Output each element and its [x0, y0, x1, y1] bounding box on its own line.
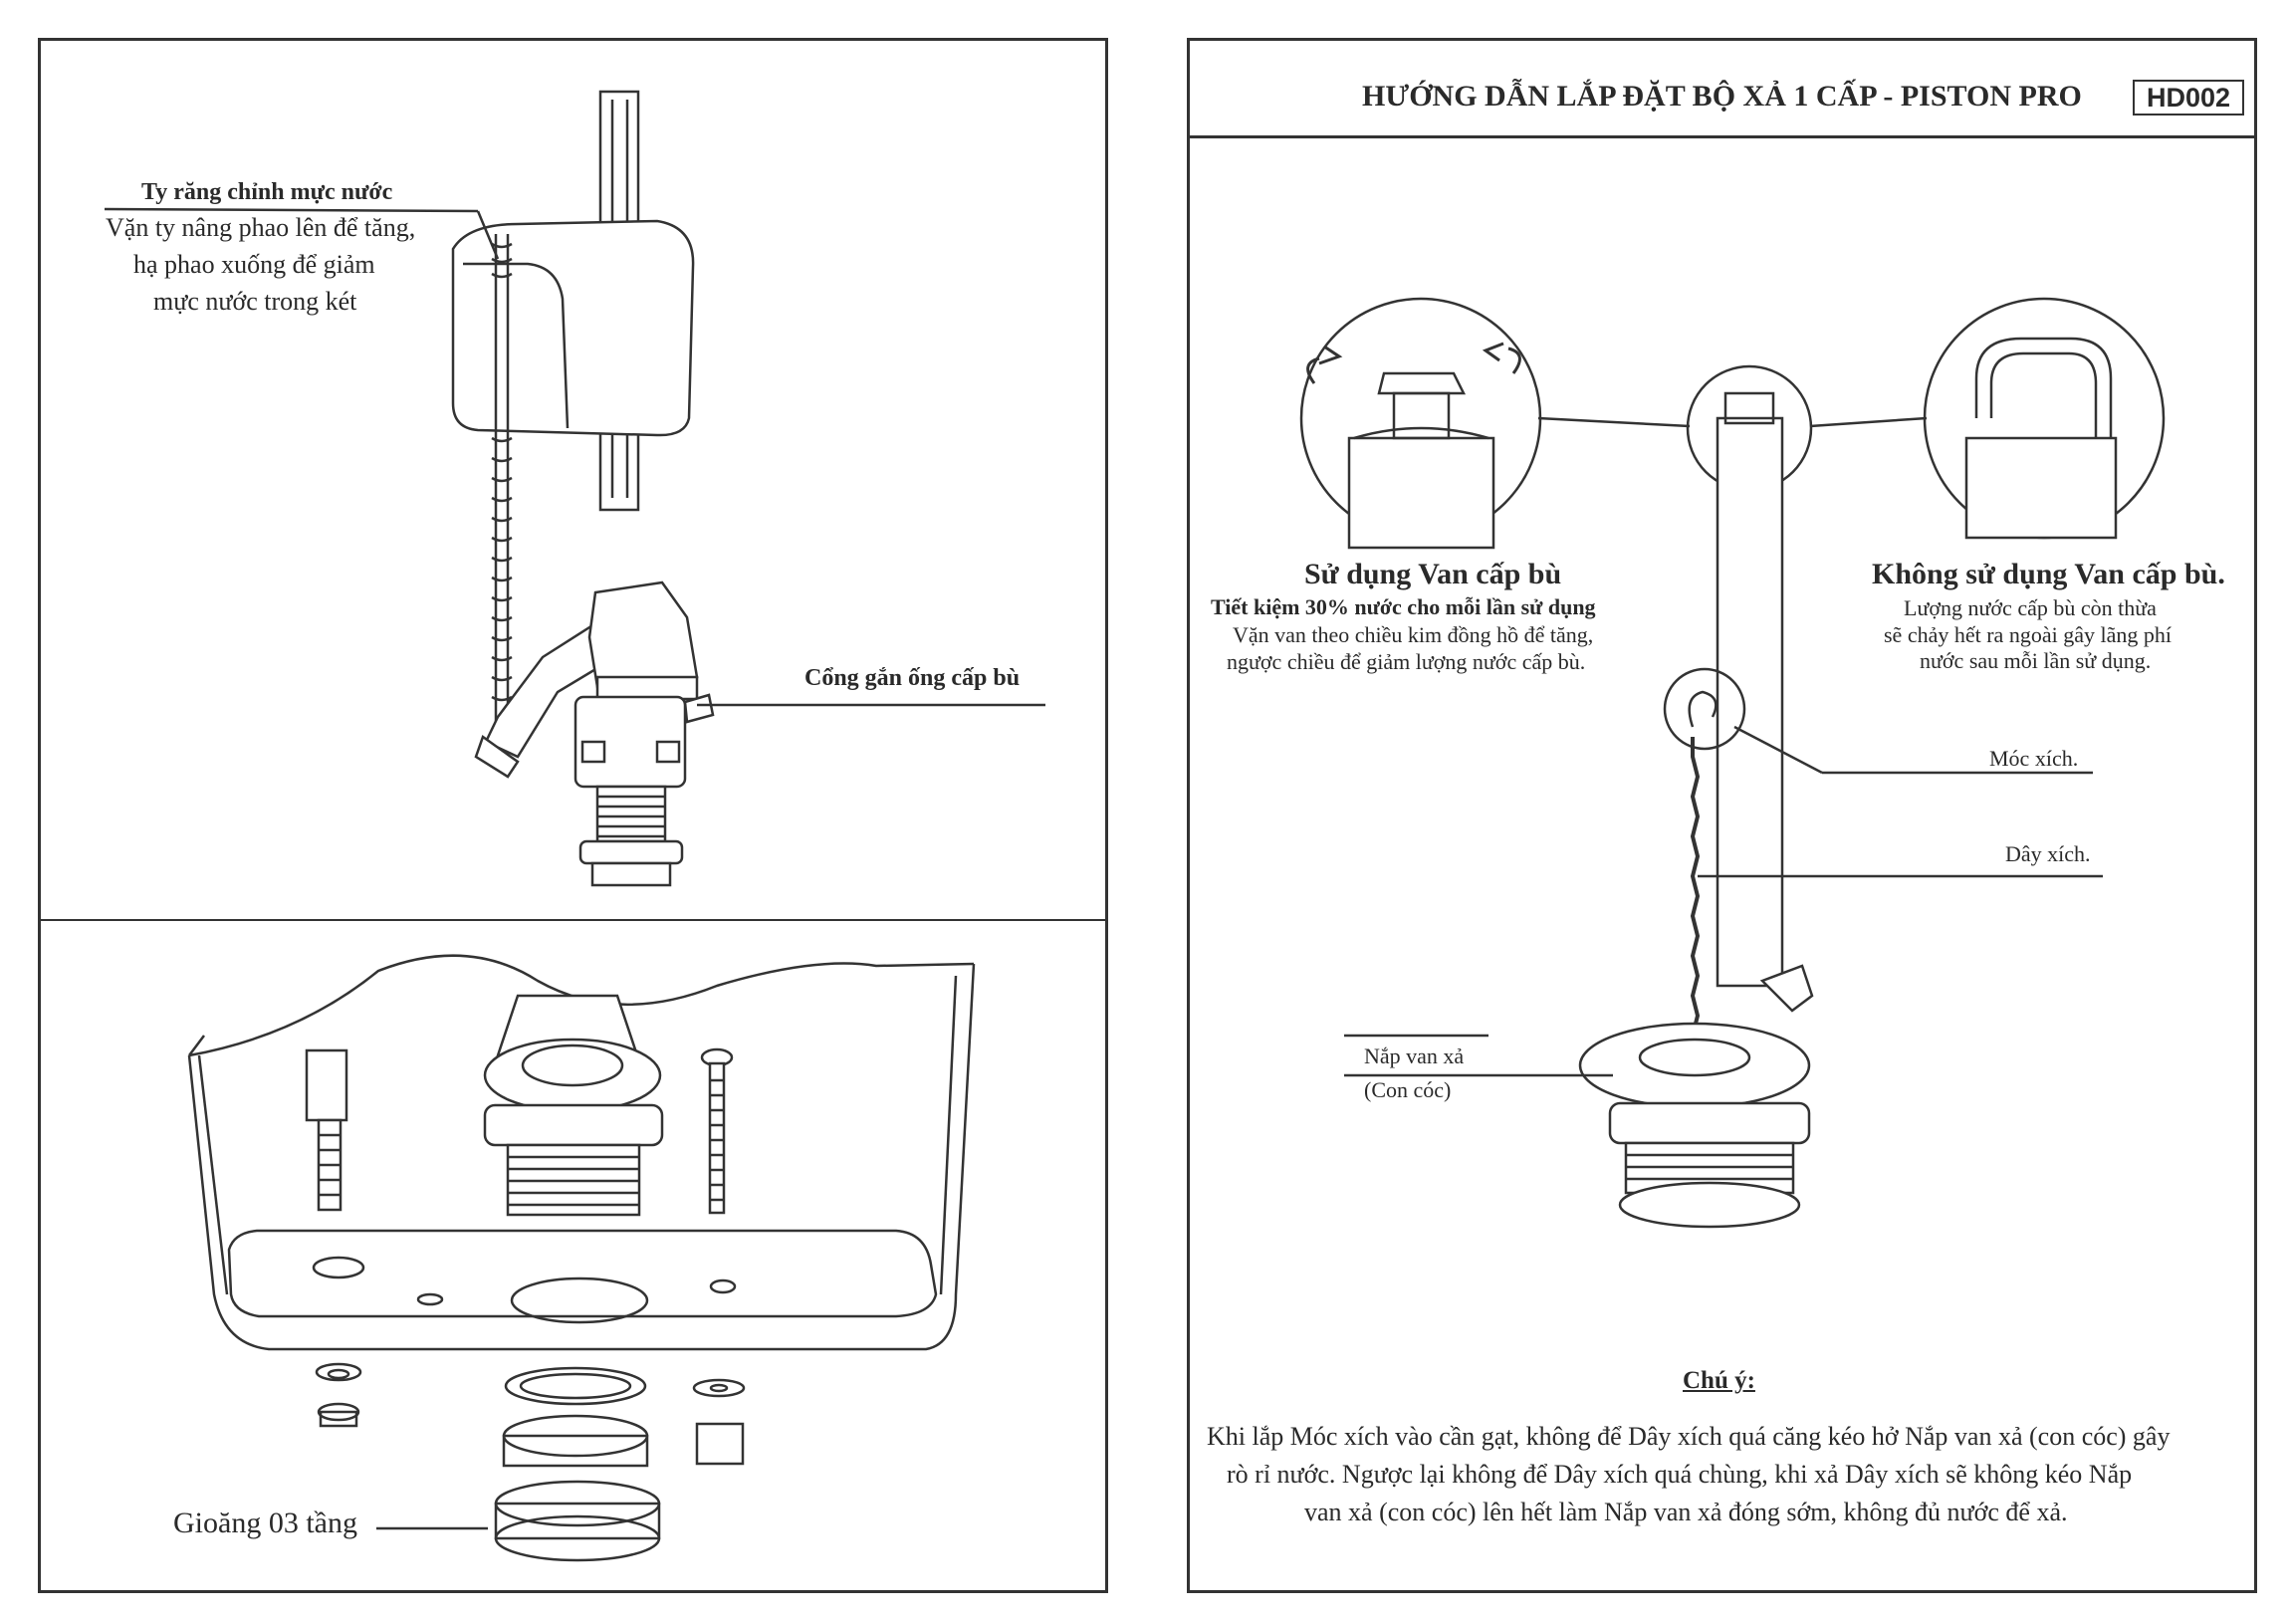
no-refill-desc-1: Lượng nước cấp bù còn thừa — [1904, 595, 2157, 620]
adjust-rod-title: Ty răng chỉnh mực nước — [141, 179, 393, 205]
left-panel-divider — [38, 919, 1108, 921]
adjust-rod-desc-1: Vặn ty nâng phao lên để tăng, — [106, 213, 416, 242]
doc-code-badge: HD002 — [2133, 80, 2244, 116]
no-refill-title: Không sử dụng Van cấp bù. — [1872, 558, 2225, 590]
note-line-1: Khi lắp Móc xích vào cần gạt, không để D… — [1207, 1422, 2171, 1451]
right-panel — [1187, 38, 2257, 1593]
note-title: Chú ý: — [1683, 1367, 1755, 1394]
chain-hook-label: Móc xích. — [1989, 746, 2079, 771]
flapper-label-alt: (Con cóc) — [1364, 1077, 1452, 1102]
page-title: HƯỚNG DẪN LẮP ĐẶT BỘ XẢ 1 CẤP - PISTON P… — [1362, 80, 2082, 113]
flapper-label: Nắp van xả — [1364, 1044, 1465, 1068]
adjust-rod-desc-3: mực nước trong két — [153, 287, 357, 316]
adjust-rod-desc-2: hạ phao xuống để giảm — [133, 250, 375, 279]
left-panel — [38, 38, 1108, 1593]
refill-port-label: Cổng gắn ống cấp bù — [804, 665, 1021, 691]
use-refill-title: Sử dụng Van cấp bù — [1304, 558, 1562, 590]
note-line-3: van xả (con cóc) lên hết làm Nắp van xả … — [1304, 1498, 2068, 1526]
use-refill-desc-1: Vặn van theo chiều kim đồng hồ để tăng, — [1233, 622, 1594, 647]
no-refill-desc-2: sẽ chảy hết ra ngoài gây lãng phí — [1884, 622, 2172, 647]
use-refill-subtitle: Tiết kiệm 30% nước cho mỗi lần sử dụng — [1211, 594, 1596, 619]
note-line-2: rò rỉ nước. Ngược lại không để Dây xích … — [1227, 1460, 2133, 1489]
use-refill-desc-2: ngược chiều để giảm lượng nước cấp bù. — [1227, 649, 1586, 674]
no-refill-desc-3: nước sau mỗi lần sử dụng. — [1920, 648, 2152, 673]
gasket-label: Gioăng 03 tầng — [173, 1507, 357, 1539]
chain-label: Dây xích. — [2005, 841, 2091, 866]
header-divider — [1187, 135, 2257, 138]
